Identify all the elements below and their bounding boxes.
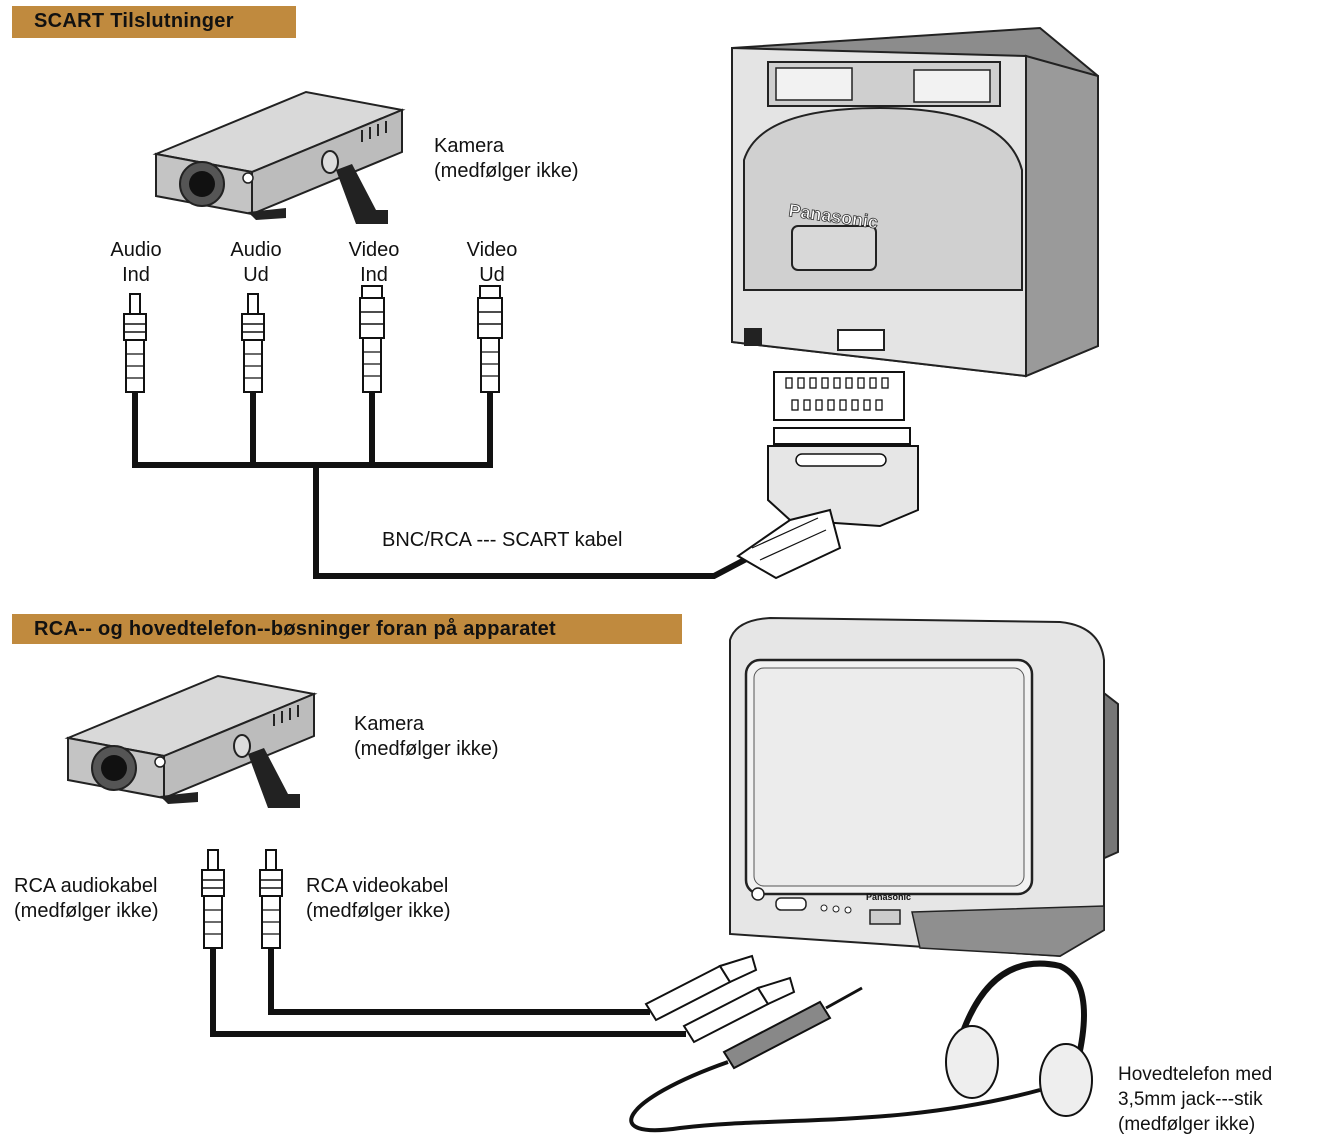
rca-audio-cable-label: RCA audiokabel (medfølger ikke) (14, 875, 159, 922)
rca-plugs-to-tv (644, 954, 796, 1044)
connector-rca-audio (201, 849, 225, 949)
section-title-front-jacks: RCA-- og hovedtelefon--bøsninger foran p… (12, 614, 682, 644)
connector-audio-in (123, 293, 147, 393)
headphone-label: Hovedtelefon med 3,5mm jack---stik (medf… (1118, 1064, 1273, 1135)
connector-rca-video (259, 849, 283, 949)
rca-video-cable-label: RCA videokabel (medfølger ikke) (306, 875, 451, 922)
tv-brand-logo-front: Panasonic (866, 892, 911, 902)
camera-illustration-1 (155, 91, 403, 225)
cable-bundle-1 (132, 392, 754, 579)
cable-bundle-2 (210, 948, 686, 1037)
scart-cable-label: BNC/RCA --- SCART kabel (382, 529, 623, 551)
connector-label-video-out: Video Ud (466, 239, 518, 286)
headphones-illustration (945, 960, 1093, 1117)
connector-video-in (359, 285, 385, 393)
tv-front-view: Panasonic (729, 616, 1119, 958)
camera-label-1: Kamera (medfølger ikke) (434, 135, 579, 182)
section-title-scart: SCART Tilslutninger (12, 6, 296, 38)
tv-rear-view: Panasonic (731, 26, 1099, 378)
camera-illustration-2 (67, 675, 315, 809)
connector-audio-out (241, 293, 265, 393)
camera-label-2: Kamera (medfølger ikke) (354, 713, 499, 760)
connector-label-audio-out: Audio Ud (230, 239, 282, 286)
connector-label-video-in: Video Ind (348, 239, 400, 286)
headphone-jack-cable (629, 986, 1041, 1133)
connector-label-audio-in: Audio Ind (110, 239, 162, 286)
scart-plug (736, 371, 919, 580)
connector-video-out (477, 285, 503, 393)
